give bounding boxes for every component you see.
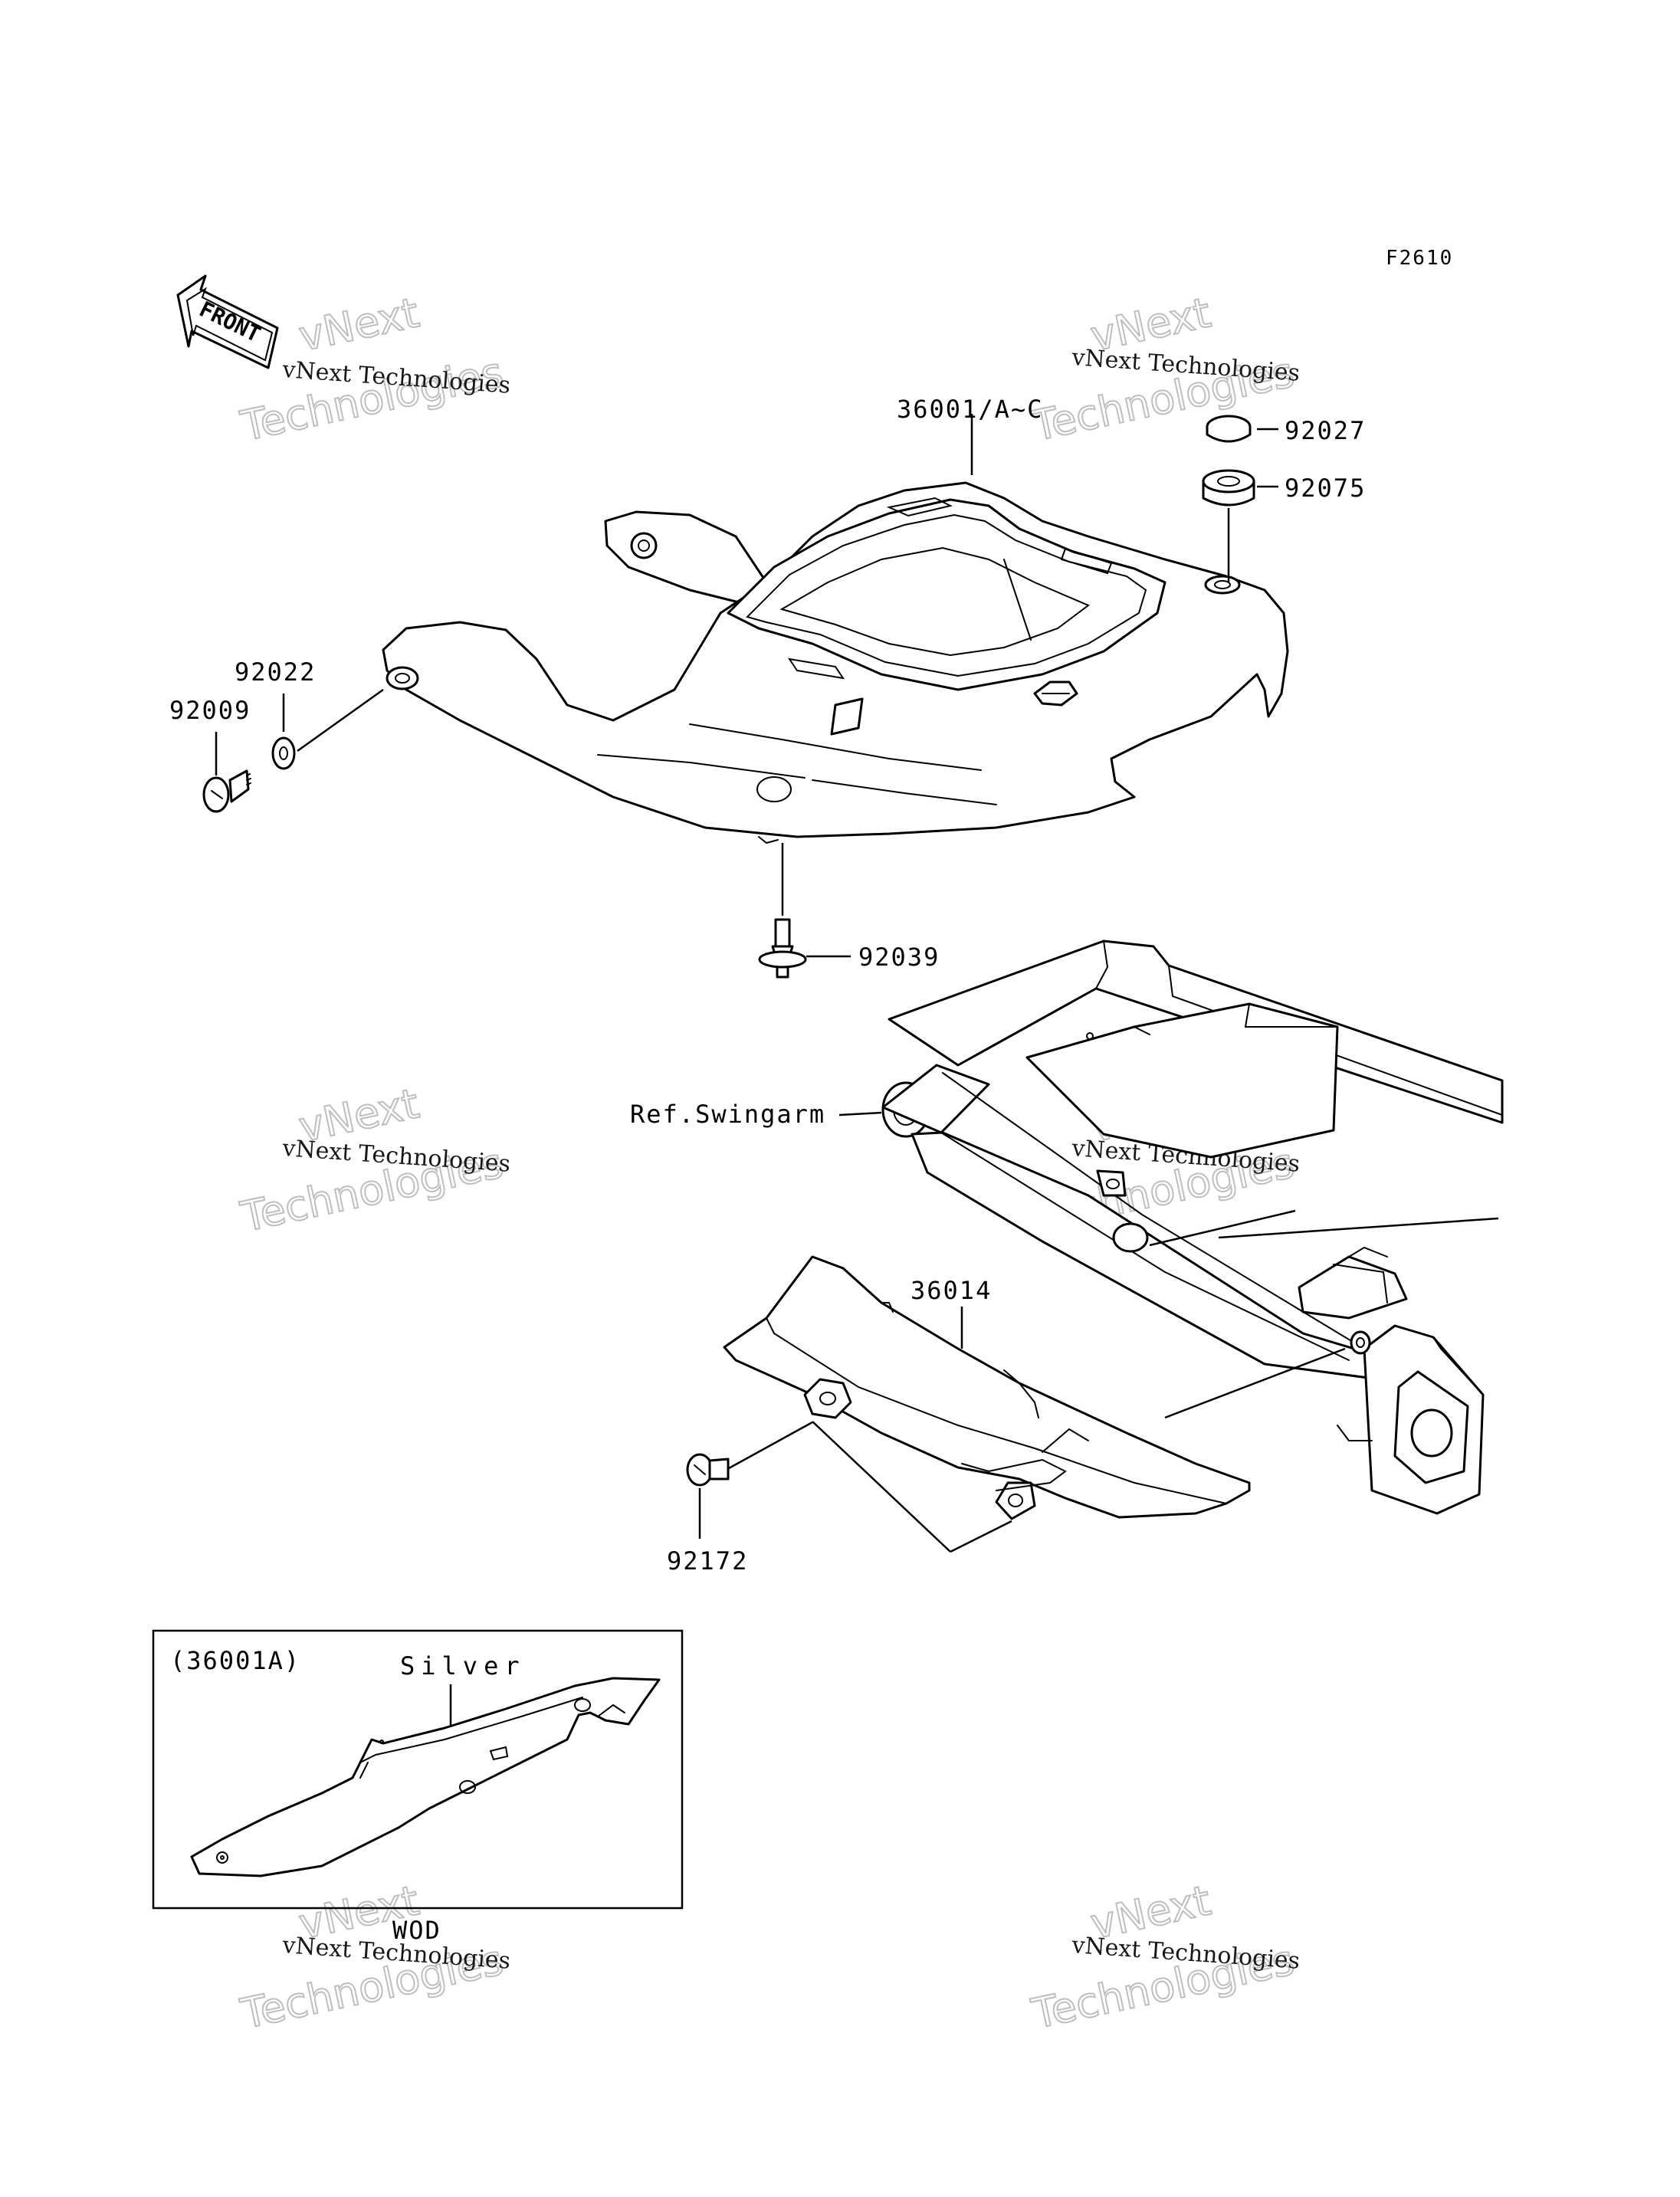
watermark-bottom-right: vNext Technologies vNext Technologies xyxy=(1027,1875,1301,2039)
cap-92027-part xyxy=(1206,415,1252,443)
leader-lines xyxy=(215,414,1499,1553)
inset-note: WOD xyxy=(392,1916,441,1945)
watermark-big-word-1: vNext xyxy=(295,288,423,360)
watermark-top-left: vNext Technologies vNext Technologies xyxy=(236,287,512,451)
bolt-92172-part xyxy=(686,1453,730,1487)
front-direction-arrow-icon: FRONT xyxy=(176,274,279,369)
inset-title: (36001A) xyxy=(170,1646,300,1675)
callout-rivet: 92039 xyxy=(858,943,940,972)
callout-swingarm-ref: Ref.Swingarm xyxy=(630,1100,825,1129)
callout-chain-cover: 36014 xyxy=(911,1276,992,1305)
callout-bolt-left: 92009 xyxy=(169,696,251,725)
rivet-92039-part xyxy=(758,918,807,979)
watermark-top-right: vNext Technologies vNext Technologies xyxy=(1027,287,1301,451)
washer-92022-part xyxy=(271,736,296,770)
callout-grommet: 92075 xyxy=(1285,474,1366,503)
inset-box: (36001A) Silver xyxy=(152,1629,684,1910)
diagram-code: F2610 xyxy=(1386,247,1453,270)
callout-bolt-chain: 92172 xyxy=(667,1546,748,1576)
callout-washer: 92022 xyxy=(235,657,316,687)
swingarm-reference-part xyxy=(881,939,1504,1515)
seat-cover-part xyxy=(382,481,1289,844)
grommet-92075-part xyxy=(1202,469,1255,507)
chain-cover-part xyxy=(723,1255,1251,1520)
watermark-mid-left: vNext Technologies vNext Technologies xyxy=(236,1078,512,1242)
watermark-bottom-left: vNext Technologies vNext Technologies xyxy=(236,1875,512,2039)
bolt-92009-part xyxy=(202,769,251,813)
callout-cap: 92027 xyxy=(1285,416,1366,445)
callout-seat-cover: 36001/A~C xyxy=(897,395,1043,424)
inset-color-label: Silver xyxy=(400,1651,526,1681)
